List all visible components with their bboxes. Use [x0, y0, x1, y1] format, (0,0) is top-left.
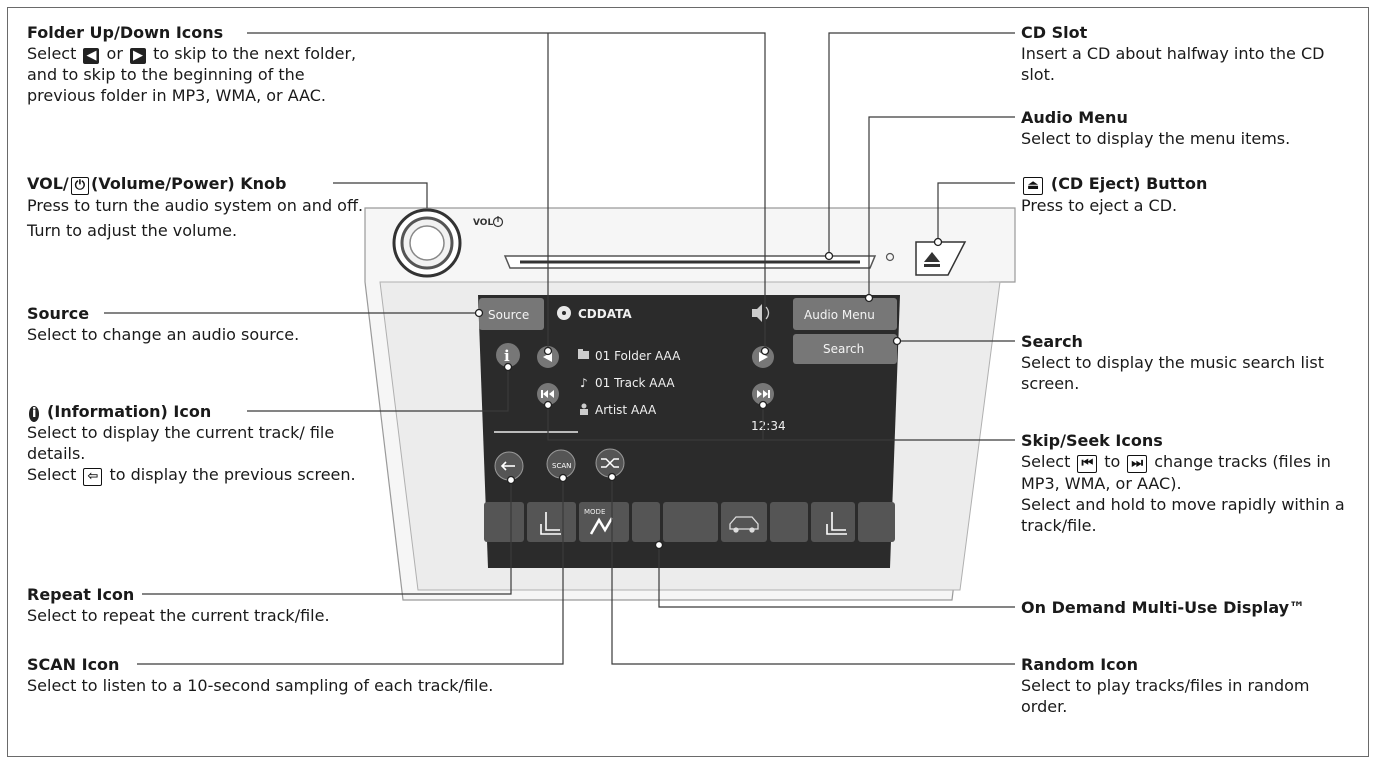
triangle-left-icon: ◀	[83, 48, 100, 64]
skip-desc-1c: change tracks (files in MP3, WMA, or AAC…	[1021, 452, 1331, 493]
callout-source: Source Select to change an audio source.	[27, 303, 372, 345]
callout-random: Random Icon Select to play tracks/files …	[1021, 654, 1351, 717]
cd-slot-title: CD Slot	[1021, 23, 1088, 42]
callout-cd-slot: CD Slot Insert a CD about halfway into t…	[1021, 22, 1351, 85]
audio-menu-title: Audio Menu	[1021, 108, 1128, 127]
cd-slot-desc: Insert a CD about halfway into the CD sl…	[1021, 44, 1325, 84]
power-icon: ⏻	[70, 177, 90, 195]
eject-desc: Press to eject a CD.	[1021, 196, 1178, 215]
callout-folder-icons: Folder Up/Down Icons Select ◀ or ▶ to sk…	[27, 22, 372, 106]
on-demand-title: On Demand Multi-Use Display™	[1021, 598, 1306, 617]
skip-desc-1b: to	[1104, 452, 1121, 471]
audio-menu-desc: Select to display the menu items.	[1021, 129, 1291, 148]
eject-title: (CD Eject) Button	[1050, 174, 1208, 193]
vol-title-a: VOL/	[27, 174, 69, 193]
folder-desc-1: Select	[27, 44, 77, 63]
repeat-title: Repeat Icon	[27, 585, 135, 604]
vol-desc-2: Turn to adjust the volume.	[27, 221, 238, 240]
vol-desc-1: Press to turn the audio system on and of…	[27, 196, 364, 215]
scan-desc: Select to listen to a 10-second sampling…	[27, 676, 494, 695]
skip-title: Skip/Seek Icons	[1021, 431, 1163, 450]
skip-forward-icon: ⏭	[1127, 455, 1148, 473]
vol-title-b: (Volume/Power) Knob	[91, 174, 287, 193]
folder-desc-2: or	[106, 44, 123, 63]
info-desc-2a: Select	[27, 465, 77, 484]
info-desc-1: Select to display the current track/ fil…	[27, 423, 335, 463]
random-title: Random Icon	[1021, 655, 1139, 674]
triangle-right-icon: ▶	[130, 48, 147, 64]
callout-eject: ⏏ (CD Eject) Button Press to eject a CD.	[1021, 173, 1361, 216]
skip-desc-2: Select and hold to move rapidly within a…	[1021, 495, 1345, 535]
skip-desc-1a: Select	[1021, 452, 1071, 471]
callout-scan: SCAN Icon Select to listen to a 10-secon…	[27, 654, 647, 696]
info-circle-icon: i	[29, 406, 40, 422]
callout-audio-menu: Audio Menu Select to display the menu it…	[1021, 107, 1361, 149]
callout-vol-knob: VOL/⏻(Volume/Power) Knob Press to turn t…	[27, 173, 372, 241]
search-title: Search	[1021, 332, 1083, 351]
repeat-desc: Select to repeat the current track/file.	[27, 606, 330, 625]
info-desc-2b: to display the previous screen.	[109, 465, 356, 484]
source-desc: Select to change an audio source.	[27, 325, 300, 344]
callout-on-demand: On Demand Multi-Use Display™	[1021, 597, 1361, 618]
callout-repeat: Repeat Icon Select to repeat the current…	[27, 584, 447, 626]
callout-skip-seek: Skip/Seek Icons Select ⏮ to ⏭ change tra…	[1021, 430, 1361, 536]
back-arrow-icon: ⇦	[83, 468, 103, 486]
folder-icons-title: Folder Up/Down Icons	[27, 23, 224, 42]
info-title: (Information) Icon	[47, 402, 212, 421]
callout-info-icon: i (Information) Icon Select to display t…	[27, 401, 357, 486]
skip-back-icon: ⏮	[1077, 455, 1098, 473]
callout-search: Search Select to display the music searc…	[1021, 331, 1361, 394]
search-desc: Select to display the music search list …	[1021, 353, 1324, 393]
diagram-frame	[7, 7, 1369, 757]
source-title: Source	[27, 304, 90, 323]
scan-title: SCAN Icon	[27, 655, 120, 674]
folder-desc-3: to skip to the next folder, and to skip …	[27, 44, 357, 105]
eject-icon: ⏏	[1023, 177, 1044, 195]
random-desc: Select to play tracks/files in random or…	[1021, 676, 1310, 716]
